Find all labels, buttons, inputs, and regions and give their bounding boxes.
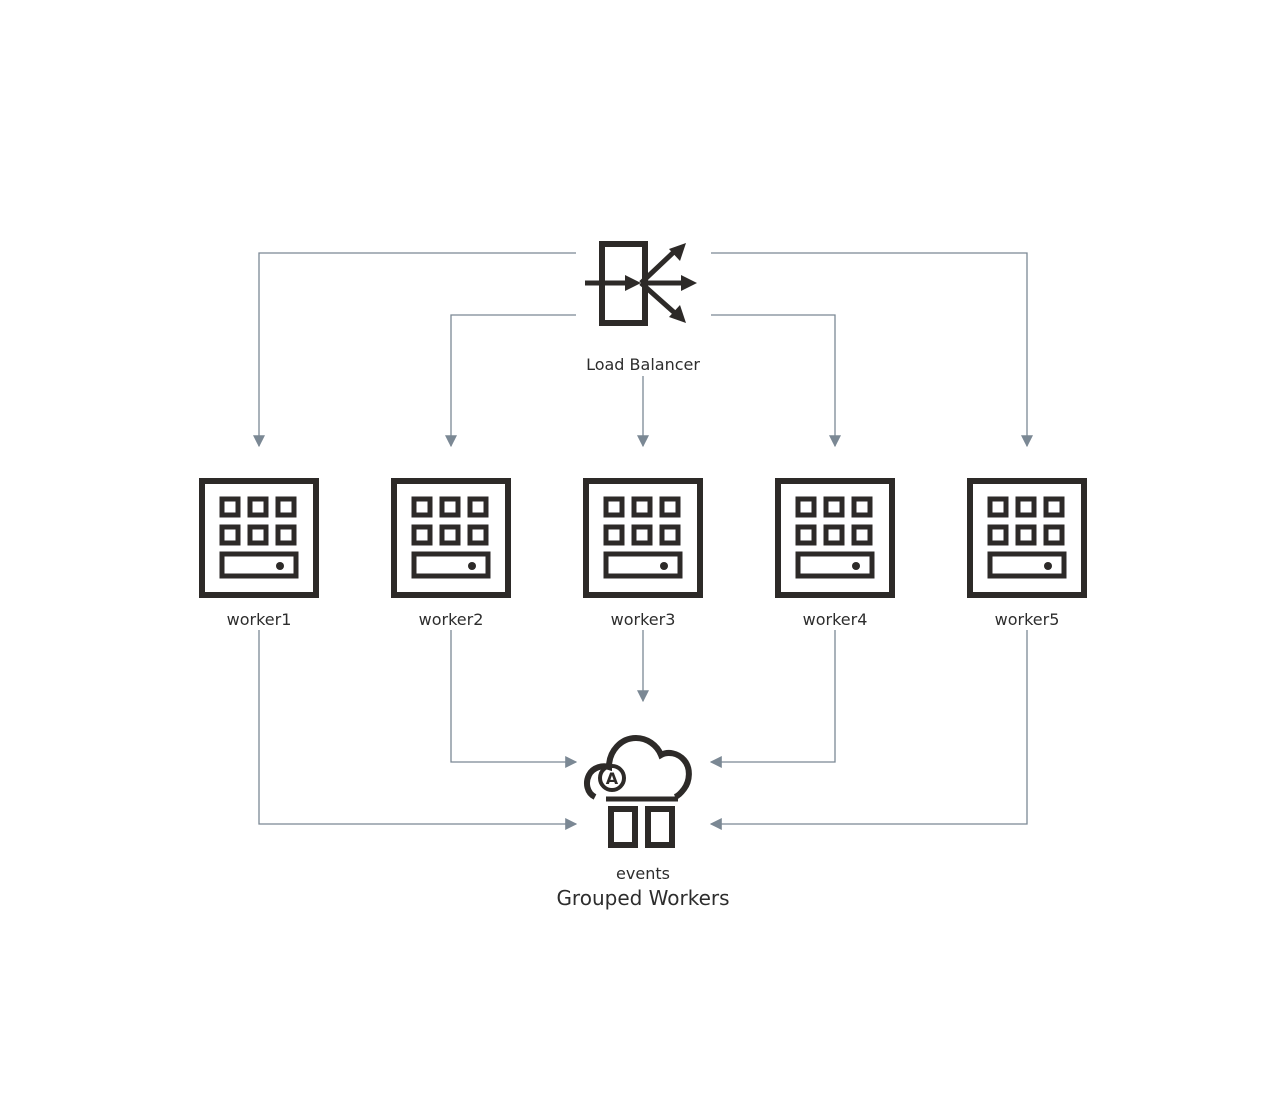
worker-node[interactable]: worker1 [199, 478, 319, 629]
edge-lb-worker1 [253, 252, 576, 448]
edge-lb-worker5 [711, 252, 1033, 448]
edges-workers-to-events [258, 630, 1028, 830]
events-node[interactable]: A events [584, 734, 692, 883]
server-rack-icon [775, 478, 895, 598]
edge-worker5-events [709, 630, 1028, 830]
worker-label: worker1 [227, 610, 292, 629]
server-rack-icon [967, 478, 1087, 598]
edge-lb-worker2 [445, 314, 576, 448]
svg-text:A: A [606, 769, 619, 788]
worker-node[interactable]: worker2 [391, 478, 511, 629]
worker-label: worker2 [419, 610, 484, 629]
worker-node[interactable]: worker4 [775, 478, 895, 629]
edge-worker1-events [258, 630, 578, 830]
events-label: events [616, 864, 670, 883]
edge-lb-worker4 [711, 314, 841, 448]
load-balancer-node[interactable]: Load Balancer [585, 241, 700, 374]
diagram-title: Grouped Workers [556, 886, 729, 910]
load-balancer-label: Load Balancer [586, 355, 700, 374]
server-rack-icon [391, 478, 511, 598]
cloud-events-icon: A [584, 734, 692, 848]
server-rack-icon [199, 478, 319, 598]
load-balancer-icon [585, 241, 697, 326]
worker-label: worker3 [611, 610, 676, 629]
worker-node[interactable]: worker5 [967, 478, 1087, 629]
edges-load-balancer-to-workers [253, 252, 1033, 448]
edge-worker4-events [709, 630, 836, 768]
worker-label: worker4 [803, 610, 868, 629]
server-rack-icon [583, 478, 703, 598]
worker-node[interactable]: worker3 [583, 478, 703, 629]
worker-label: worker5 [995, 610, 1060, 629]
edge-worker2-events [450, 630, 578, 768]
